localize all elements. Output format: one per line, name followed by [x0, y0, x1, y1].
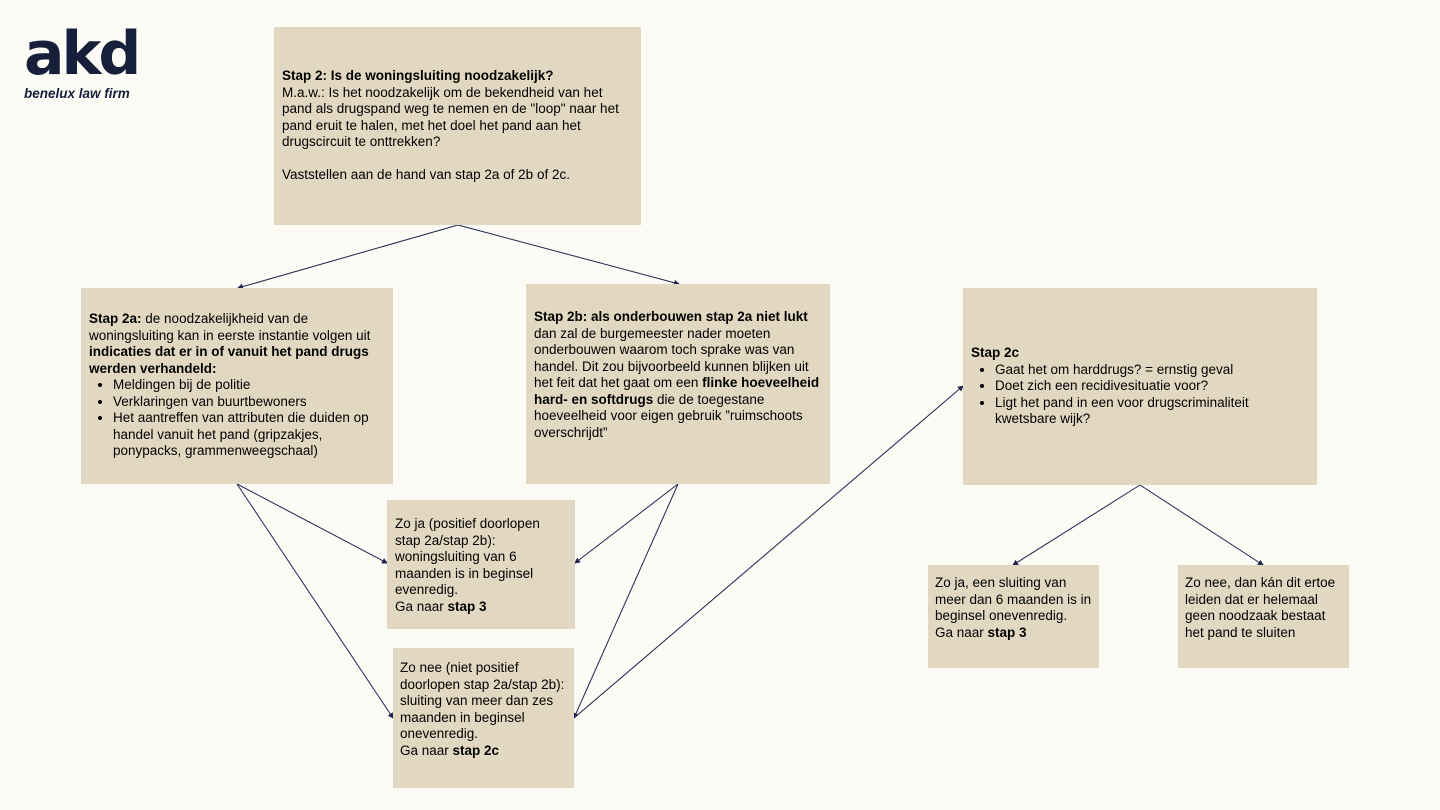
edge-2a-to-yes — [236, 483, 388, 564]
step2a-label: Stap 2a: — [89, 311, 142, 326]
step2-body: M.a.w.: Is het noodzakelijk om de bekend… — [282, 84, 619, 150]
step2c-label: Stap 2c — [971, 345, 1020, 360]
no-box-text2: sluiting van meer dan zes maanden in beg… — [400, 693, 554, 741]
edge-step2-to-2a — [237, 224, 459, 290]
list-item: Het aantreffen van attributen die duiden… — [113, 410, 385, 460]
goto-prefix: Ga naar — [395, 598, 448, 614]
list-item: Verklaringen van buurtbewoners — [113, 394, 385, 411]
step2a-bullets: Meldingen bij de politie Verklaringen va… — [89, 377, 385, 460]
step2c-box: Stap 2c Gaat het om harddrugs? = ernstig… — [963, 288, 1317, 485]
no-box: Zo nee (niet positief doorlopen stap 2a/… — [393, 648, 574, 788]
yes-box-goto: Ga naar stap 3 — [395, 599, 567, 616]
goto-step: stap 2c — [452, 742, 500, 758]
step2b-bold-text: flinke hoeveelheid hard- en softdrugs — [534, 375, 820, 407]
edge-2c-to-no — [1139, 484, 1264, 566]
step2-note: Vaststellen aan de hand van stap 2a of 2… — [282, 166, 570, 182]
c-yes-box-goto: Ga naar stap 3 — [935, 625, 1092, 642]
edge-2b-to-yes — [574, 483, 679, 564]
no-box-text: Zo nee (niet positief doorlopen stap 2a/… — [400, 660, 565, 692]
list-item: Ligt het pand in een voor drugscriminali… — [995, 395, 1309, 428]
c-no-box: Zo nee, dan kán dit ertoe leiden dat er … — [1178, 565, 1349, 668]
c-yes-box-text: Zo ja, een sluiting van meer dan 6 maand… — [935, 575, 1092, 623]
goto-step: stap 3 — [987, 624, 1027, 640]
akd-logo: akd benelux law firm — [24, 24, 144, 114]
list-item: Meldingen bij de politie — [113, 377, 385, 394]
no-box-goto: Ga naar stap 2c — [400, 743, 567, 760]
logo-tagline: benelux law firm — [24, 86, 130, 101]
yes-box: Zo ja (positief doorlopen stap 2a/stap 2… — [387, 500, 575, 629]
step2b-label: Stap 2b: als onderbouwen stap 2a niet lu… — [534, 309, 808, 324]
yes-box-text: Zo ja (positief doorlopen stap 2a/stap 2… — [395, 516, 540, 597]
step2a-bold-text: indicaties dat er in of vanuit het pand … — [89, 344, 369, 376]
edge-2a-to-no — [236, 483, 394, 719]
edge-2c-to-yes — [1012, 484, 1141, 566]
goto-step: stap 3 — [447, 598, 487, 614]
edge-step2-to-2b — [457, 224, 680, 286]
step2b-box: Stap 2b: als onderbouwen stap 2a niet lu… — [526, 284, 830, 484]
c-no-box-text: Zo nee, dan kán dit ertoe leiden dat er … — [1185, 575, 1336, 640]
logo-wordmark: akd — [24, 19, 141, 89]
step2a-box: Stap 2a: de noodzakelijkheid van de woni… — [81, 288, 393, 484]
step2a-text: de noodzakelijkheid van de woningsluitin… — [89, 311, 371, 343]
edge-2b-to-no — [573, 483, 679, 719]
step2a-description: Stap 2a: de noodzakelijkheid van de woni… — [89, 311, 385, 377]
c-yes-box: Zo ja, een sluiting van meer dan 6 maand… — [928, 565, 1099, 668]
list-item: Doet zich een recidivesituatie voor? — [995, 378, 1309, 395]
edge-no-to-2c — [573, 385, 964, 719]
step2b-text-end: die de toegestane hoeveelheid voor eigen… — [534, 391, 803, 440]
goto-prefix: Ga naar — [935, 624, 988, 640]
step2c-bullets: Gaat het om harddrugs? = ernstig geval D… — [971, 362, 1309, 428]
step2b-text: dan zal de burgemeester nader moeten ond… — [534, 325, 809, 391]
list-item: Gaat het om harddrugs? = ernstig geval — [995, 362, 1309, 379]
goto-prefix: Ga naar — [400, 742, 453, 758]
step2-title: Stap 2: Is de woningsluiting noodzakelij… — [282, 68, 554, 83]
step2b-description: Stap 2b: als onderbouwen stap 2a niet lu… — [534, 309, 822, 441]
step2-box: Stap 2: Is de woningsluiting noodzakelij… — [274, 27, 641, 225]
